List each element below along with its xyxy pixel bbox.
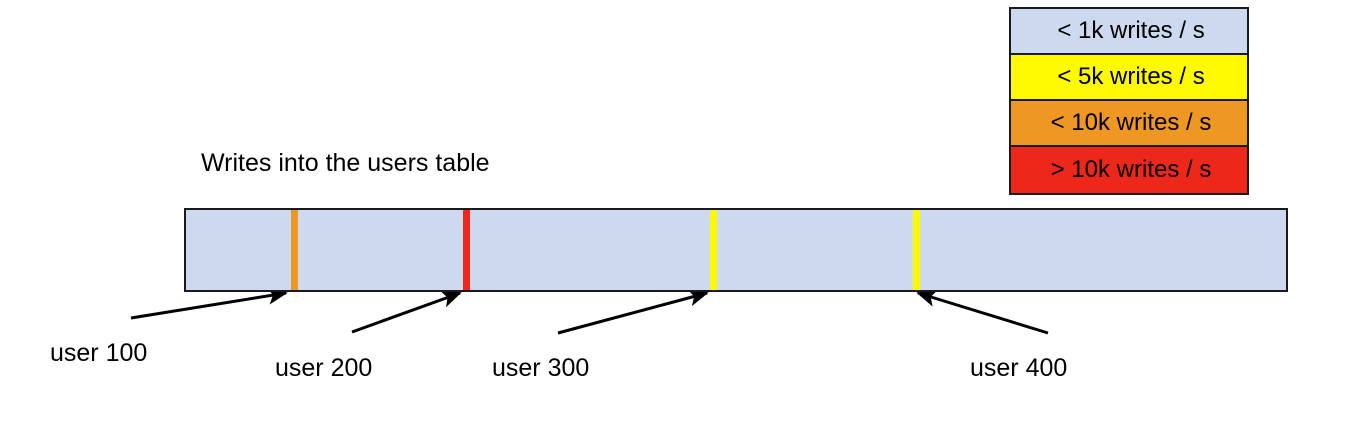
pointer-label-user-200: user 200 (275, 354, 373, 382)
pointer-label-user-100: user 100 (50, 339, 148, 367)
legend-row-lt-5k: < 5k writes / s (1011, 55, 1247, 101)
pointer-label-user-300: user 300 (492, 354, 590, 382)
pointer-label-user-400: user 400 (970, 354, 1068, 382)
users-table-bar (184, 208, 1288, 292)
marker-user-200 (463, 210, 470, 290)
marker-user-400 (913, 210, 920, 290)
legend-label-lt-5k: < 5k writes / s (1057, 63, 1205, 90)
legend-row-lt-10k: < 10k writes / s (1011, 101, 1247, 147)
arrow-user-100 (130, 287, 288, 320)
marker-user-100 (291, 210, 298, 290)
legend-label-lt-10k: < 10k writes / s (1050, 109, 1212, 136)
legend-label-gt-10k: > 10k writes / s (1050, 156, 1212, 183)
bar-title: Writes into the users table (201, 149, 490, 177)
legend-row-gt-10k: > 10k writes / s (1011, 147, 1247, 193)
arrow-user-400 (916, 289, 1049, 335)
arrow-user-300 (557, 289, 709, 335)
legend-label-lt-1k: < 1k writes / s (1057, 17, 1205, 44)
arrow-user-200 (351, 290, 462, 334)
legend-row-lt-1k: < 1k writes / s (1011, 9, 1247, 55)
write-rate-legend: < 1k writes / s < 5k writes / s < 10k wr… (1009, 7, 1249, 195)
marker-user-300 (710, 210, 717, 290)
